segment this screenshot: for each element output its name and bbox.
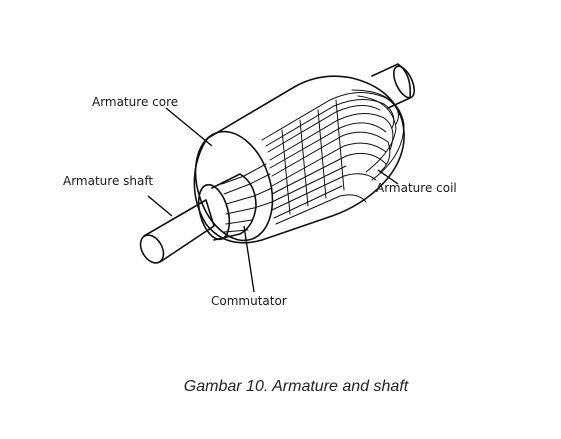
leader-armature-core — [165, 107, 213, 147]
rear-shaft — [371, 63, 416, 109]
armature-coil-windings — [261, 89, 405, 225]
label-armature-coil: Armature coil — [376, 181, 457, 195]
commutator-drum — [197, 163, 273, 241]
label-commutator: Commutator — [211, 294, 287, 308]
leader-armature-coil — [377, 169, 399, 185]
figure-caption: Gambar 10. Armature and shaft — [183, 378, 409, 395]
leader-armature-shaft — [147, 195, 173, 217]
label-armature-core: Armature core — [92, 95, 178, 109]
label-armature-shaft: Armature shaft — [63, 174, 153, 188]
leader-commutator — [243, 225, 255, 293]
front-shaft — [139, 199, 215, 264]
